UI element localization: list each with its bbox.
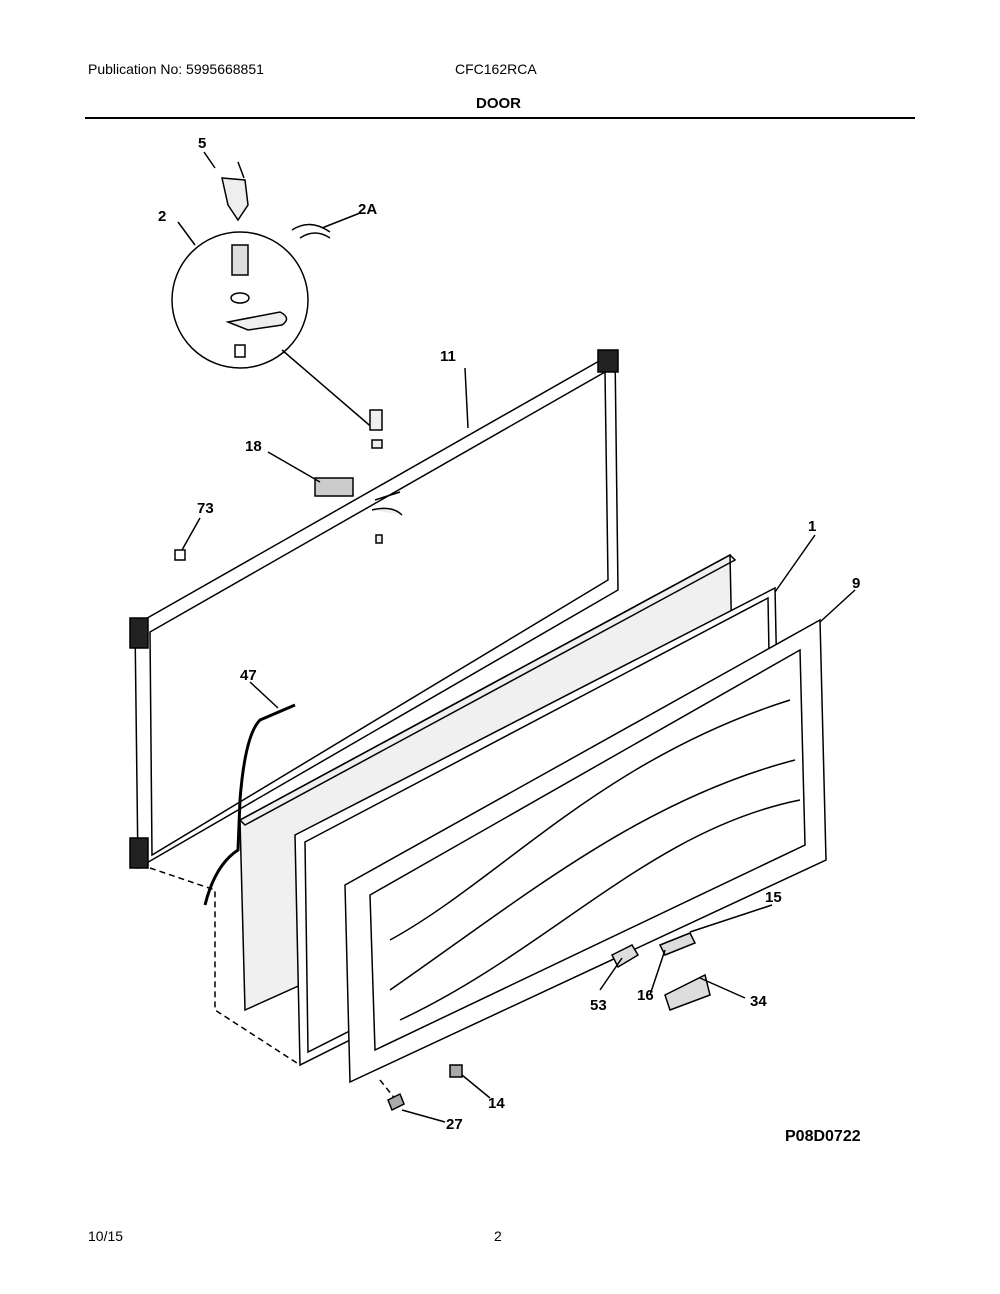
- page-number: 2: [494, 1228, 502, 1244]
- callout-73: 73: [197, 500, 214, 517]
- callout-2: 2: [158, 208, 167, 225]
- footer-date: 10/15: [88, 1228, 124, 1244]
- callout-47: 47: [240, 667, 257, 684]
- callout-1: 1: [808, 518, 817, 535]
- header-rule: [85, 117, 915, 119]
- callout-11: 11: [440, 348, 456, 365]
- callout-15: 15: [765, 889, 782, 906]
- section-title: DOOR: [476, 95, 521, 112]
- callout-18: 18: [245, 438, 262, 455]
- diagram-code: P08D0722: [785, 1128, 861, 1145]
- callout-14: 14: [488, 1095, 505, 1112]
- door-liner-part-9: [344, 618, 827, 1084]
- callout-34: 34: [750, 993, 767, 1010]
- door-frame-part-11: [129, 349, 619, 870]
- callout-9: 9: [852, 575, 861, 592]
- callout-5: 5: [198, 135, 207, 152]
- model-number: CFC162RCA: [455, 61, 537, 77]
- publication-number: Publication No: 5995668851: [88, 61, 264, 77]
- callout-53: 53: [590, 997, 607, 1014]
- callout-2a: 2A: [358, 201, 378, 218]
- callout-16: 16: [637, 987, 654, 1004]
- callout-27: 27: [446, 1116, 463, 1133]
